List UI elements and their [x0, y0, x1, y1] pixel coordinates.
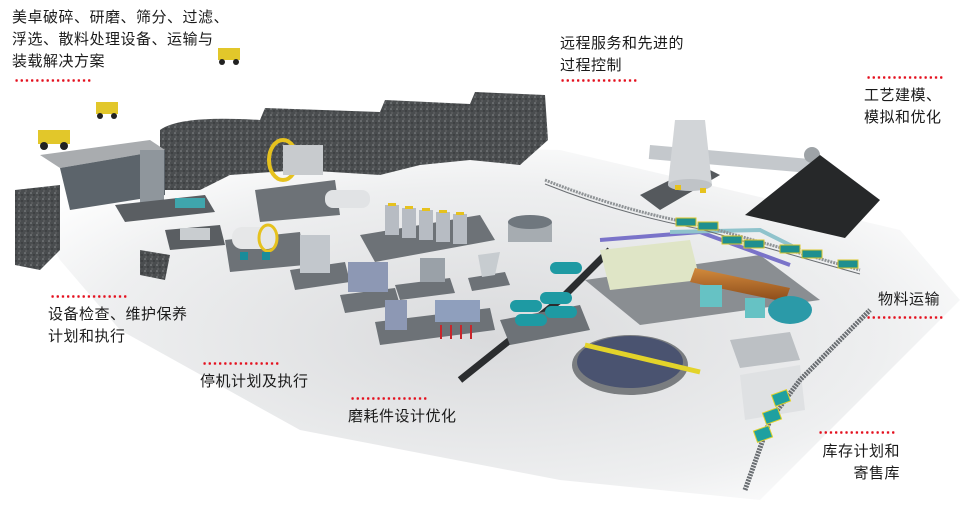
- label-remote-service: 远程服务和先进的 过程控制: [560, 32, 684, 76]
- label-line: 停机计划及执行: [200, 372, 309, 390]
- label-line: 工艺建模、: [864, 86, 942, 104]
- label-line: 设备检查、维护保养: [48, 305, 188, 323]
- haul-truck-2: [96, 102, 118, 119]
- label-shutdown-planning: 停机计划及执行: [200, 370, 309, 392]
- label-process-modeling: 工艺建模、 模拟和优化: [864, 84, 942, 128]
- rock-wall: [160, 92, 548, 190]
- haul-truck-1: [38, 130, 70, 150]
- dotted-underline: [50, 295, 128, 298]
- label-line: 浮选、散料处理设备、运输与: [12, 30, 214, 48]
- ball-mill: [232, 227, 277, 249]
- crusher-tower: [140, 150, 164, 205]
- dotted-underline: [560, 79, 638, 82]
- mill-pad: [255, 180, 340, 222]
- loadout-silo: [730, 332, 800, 368]
- dotted-underline: [818, 431, 896, 434]
- label-line: 美卓破碎、研磨、筛分、过滤、: [12, 8, 230, 26]
- dotted-underline: [866, 316, 944, 319]
- flotation-cells: [385, 205, 467, 244]
- cooler: [768, 296, 812, 324]
- plant-pad-4: [468, 272, 510, 291]
- stacker-tower: [668, 120, 712, 185]
- label-line: 模拟和优化: [864, 108, 942, 126]
- label-line: 磨耗件设计优化: [348, 407, 457, 425]
- rail-wagons: [675, 217, 859, 269]
- plant-pad-3: [395, 278, 455, 300]
- screen: [175, 198, 205, 208]
- rotary-kiln: [690, 268, 790, 302]
- dotted-underline: [14, 79, 92, 82]
- dotted-underline: [866, 76, 944, 79]
- dotted-underline: [202, 362, 280, 365]
- label-line: 装载解决方案: [12, 52, 106, 70]
- clarifier-bridge: [584, 342, 701, 375]
- coal-stockpile: [745, 155, 880, 238]
- label-line: 计划和执行: [48, 327, 126, 345]
- label-inventory-planning: 库存计划和 寄售库: [810, 440, 900, 484]
- haul-truck-3: [218, 48, 240, 65]
- crusher-platform: [40, 140, 165, 168]
- label-line: 远程服务和先进的: [560, 34, 685, 52]
- label-line: 库存计划和: [822, 442, 900, 460]
- label-wear-part-optimization: 磨耗件设计优化: [348, 405, 457, 427]
- drum-scrubbers: [510, 292, 577, 326]
- label-line: 寄售库: [853, 464, 900, 482]
- label-crushing-solutions: 美卓破碎、研磨、筛分、过滤、 浮选、散料处理设备、运输与 装载解决方案: [12, 6, 229, 72]
- loadout-track: [742, 308, 872, 491]
- label-line: 物料运输: [878, 290, 941, 308]
- crusher-block: [60, 150, 165, 210]
- label-line: 过程控制: [560, 56, 623, 74]
- rock-wall-lower: [140, 250, 170, 280]
- rock-wall-left: [15, 185, 60, 270]
- label-equipment-inspection: 设备检查、维护保养 计划和执行: [48, 303, 188, 347]
- label-material-transport: 物料运输: [878, 288, 940, 310]
- preheater: [600, 240, 700, 290]
- dotted-underline: [350, 397, 428, 400]
- loadout-shed: [740, 365, 805, 420]
